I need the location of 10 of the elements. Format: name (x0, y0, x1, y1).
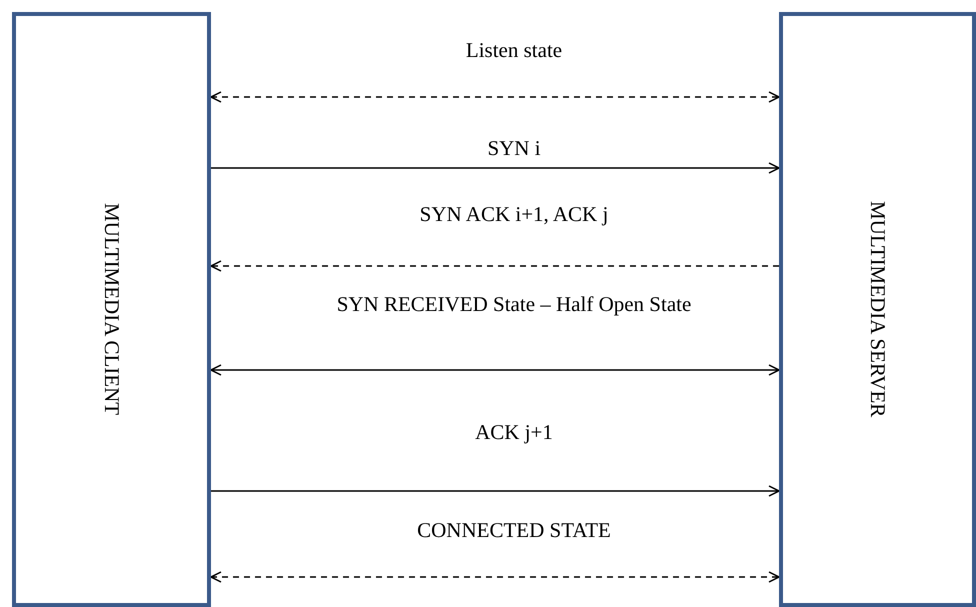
participant-box (12, 12, 211, 607)
message-arrow (211, 162, 780, 174)
participant-box (779, 12, 976, 607)
participant-label: MULTIMEDIA SERVER (865, 201, 890, 418)
message-arrow (210, 91, 780, 103)
message-arrow (211, 485, 780, 497)
message-arrow (210, 260, 779, 272)
message-arrow (210, 364, 780, 376)
message-arrow (210, 571, 780, 583)
participant-label: MULTIMEDIA CLIENT (99, 203, 124, 416)
